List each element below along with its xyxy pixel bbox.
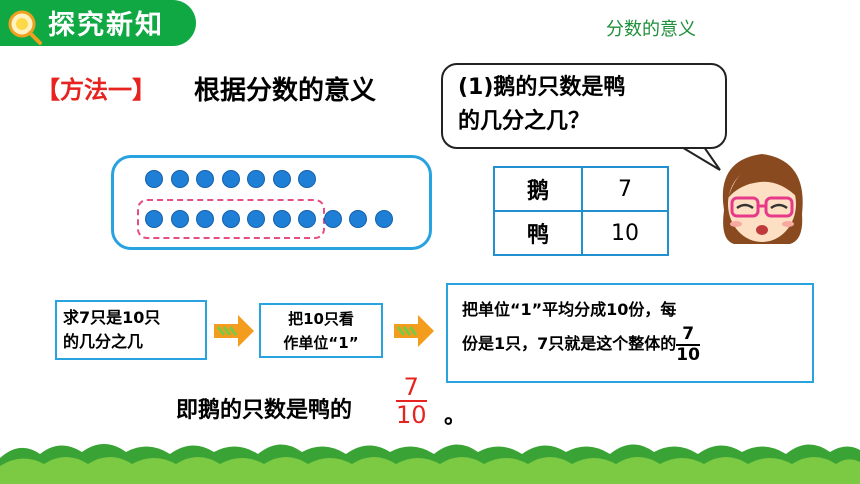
section-label: 分数的意义 (606, 19, 696, 40)
page-title: 探究新知 (48, 10, 164, 41)
fraction-numerator: 7 (396, 374, 427, 403)
flow-step-1-line-1: 求7只是10只 (63, 308, 161, 327)
method-title: 根据分数的意义 (194, 76, 377, 106)
conclusion-text: 即鹅的只数是鸭的 (176, 398, 353, 423)
flow-step-1: 求7只是10只 的几分之几 (55, 300, 207, 360)
table-cell-label: 鸭 (493, 210, 583, 256)
grass-decoration (0, 444, 860, 484)
speech-line-2: 的几分之几？ (458, 109, 591, 134)
dot (272, 210, 291, 228)
table-cell-value: 10 (581, 210, 669, 256)
girl-avatar (722, 154, 803, 244)
flow-step-1-line-2: 的几分之几 (63, 332, 144, 351)
table-cell-label: 鹅 (493, 166, 583, 212)
dot (221, 170, 240, 188)
fraction-denominator: 10 (396, 401, 427, 430)
table-row: 鸭 10 (493, 210, 669, 256)
dot (170, 210, 189, 228)
arrow-right-icon (394, 315, 434, 347)
speech-line-1: (1)鹅的只数是鸭 (458, 75, 626, 100)
table-row: 鹅 7 (493, 166, 669, 212)
flow-step-3-line-1: 把单位“1”平均分成10份，每 (462, 300, 677, 319)
method-tag: 【方法一】 (36, 76, 156, 104)
dot (247, 170, 265, 188)
speech-text: (1)鹅的只数是鸭 的几分之几？ (458, 71, 718, 139)
dot (298, 210, 316, 228)
dot (196, 170, 214, 188)
dot (374, 210, 393, 228)
dot (145, 170, 163, 188)
flow-step-2: 把10只看 作单位“1” (259, 303, 383, 358)
conclusion-period: 。 (444, 404, 467, 429)
count-table: 鹅 7 鸭 10 (493, 166, 669, 256)
speech-bubble (441, 63, 727, 149)
dot (323, 210, 342, 228)
dot (170, 170, 189, 188)
dot (298, 170, 316, 188)
dots-box (111, 155, 432, 250)
arrow-right-icon (214, 315, 254, 347)
flow-step-2-line-1: 把10只看 (288, 310, 354, 328)
magnifier-icon (8, 10, 42, 45)
conclusion-fraction: 7 10 (396, 374, 427, 429)
dot (145, 210, 163, 228)
dot (247, 210, 265, 228)
flow-step-3-line-2-text: 份是1只，7只就是这个整体的 (462, 334, 677, 354)
dot (272, 170, 291, 188)
table-cell-value: 7 (581, 166, 669, 212)
fraction-denominator: 10 (676, 344, 700, 365)
flow-step-2-line-2: 作单位“1” (283, 334, 359, 352)
dot (221, 210, 240, 228)
dot (349, 210, 367, 228)
dot (196, 210, 214, 228)
fraction-numerator: 7 (676, 325, 700, 346)
